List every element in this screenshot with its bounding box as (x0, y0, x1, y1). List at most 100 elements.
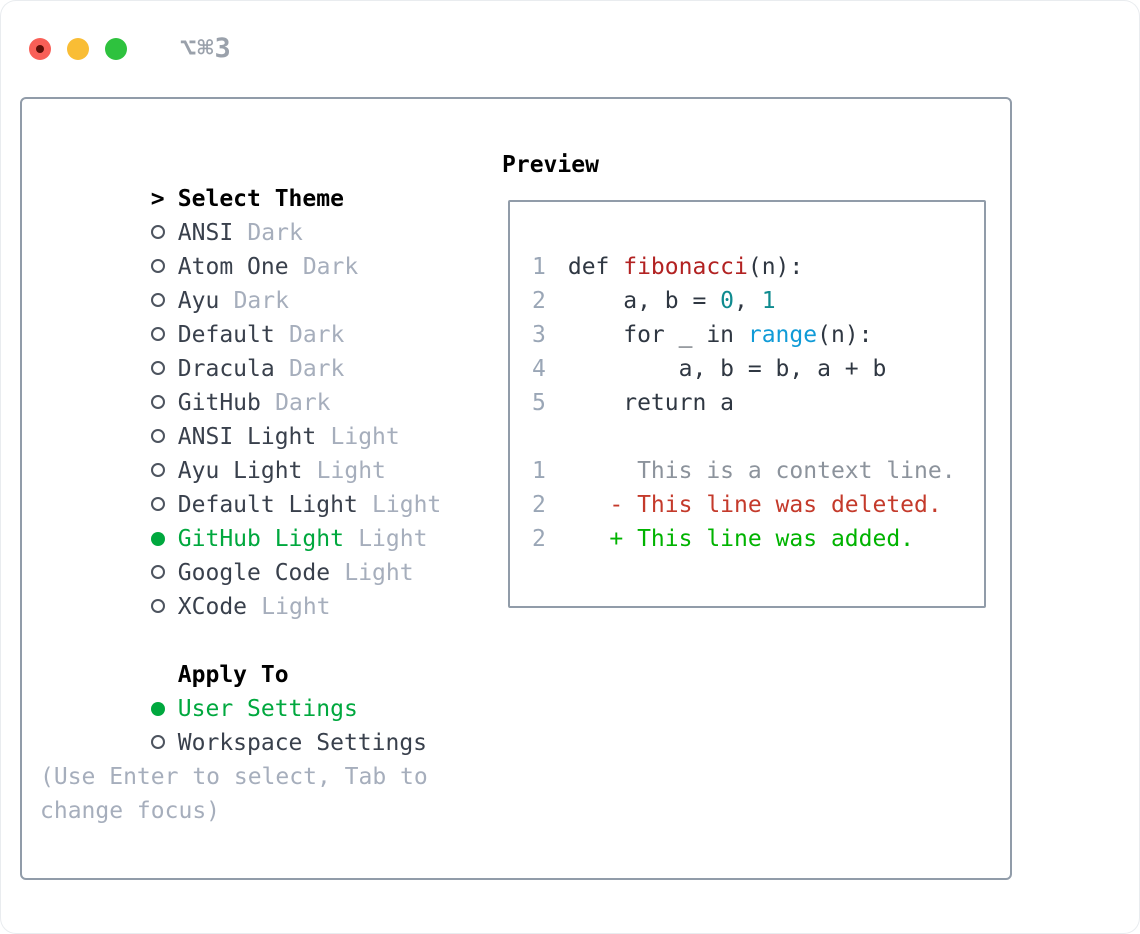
diff-segment: + This line was added. (567, 526, 915, 552)
theme-name: GitHub Light (177, 526, 344, 552)
radio-icon (151, 386, 178, 420)
theme-name: Google Code (177, 560, 331, 586)
radio-icon (151, 352, 178, 386)
theme-name: Atom One (177, 254, 289, 280)
theme-variant-tag: Dark (302, 254, 359, 280)
line-number: 1 (532, 458, 546, 484)
traffic-light-zoom-icon[interactable] (105, 37, 127, 60)
preview-header: Preview (502, 152, 599, 178)
apply-option-label: Workspace Settings (177, 730, 428, 756)
radio-icon (151, 726, 178, 760)
code-line: 1 def fibonacci(n): (532, 250, 984, 284)
radio-icon (151, 420, 178, 454)
theme-name: Default (177, 322, 275, 348)
theme-option-default-dark[interactable]: Default Dark (40, 284, 502, 348)
diff-context-line: 1 This is a context line. (532, 454, 984, 488)
code-segment: return a (567, 390, 735, 416)
radio-selected-icon (151, 522, 178, 556)
theme-option-ayu-dark[interactable]: Ayu Dark (40, 250, 502, 314)
theme-name: Ayu (177, 288, 220, 314)
code-line-blank (532, 420, 984, 454)
radio-icon (151, 590, 178, 624)
line-number: 3 (532, 322, 546, 348)
theme-name: Default Light (177, 492, 358, 518)
apply-option-label: User Settings (177, 696, 358, 722)
theme-variant-tag: Dark (288, 322, 345, 348)
theme-option-atom-one-dark[interactable]: Atom One Dark (40, 216, 502, 280)
theme-name: ANSI Light (177, 424, 317, 450)
code-line: 4 a, b = b, a + b (532, 352, 984, 386)
radio-icon (151, 488, 178, 522)
hint-text-line-2: change focus) (40, 798, 221, 824)
radio-icon (151, 318, 178, 352)
theme-option-github-dark[interactable]: GitHub Dark (40, 352, 502, 416)
line-number: 2 (532, 526, 546, 552)
code-segment: 0 (720, 288, 735, 314)
code-segment: (n): (747, 254, 804, 280)
select-theme-header: Select Theme (177, 186, 344, 212)
code-segment: a, b = b, a + b (567, 356, 887, 382)
theme-variant-tag: Light (344, 560, 414, 586)
theme-option-ayu-light[interactable]: Ayu Light Light (40, 420, 502, 484)
code-line: 2 a, b = 0, 1 (532, 284, 984, 318)
theme-option-github-light[interactable]: GitHub Light Light (40, 488, 502, 552)
theme-name: GitHub (177, 390, 261, 416)
theme-option-default-light[interactable]: Default Light Light (40, 454, 502, 518)
code-segment: a, b = (567, 288, 721, 314)
radio-icon (151, 454, 178, 488)
hint-text-line-1: (Use Enter to select, Tab to (40, 764, 428, 790)
prompt-cursor-icon: > (150, 186, 165, 212)
line-number: 2 (532, 492, 546, 518)
theme-name: ANSI (177, 220, 234, 246)
code-segment: def (567, 254, 624, 280)
line-number: 2 (532, 288, 546, 314)
code-segment: range (747, 322, 818, 348)
traffic-light-minimize-icon[interactable] (67, 37, 89, 60)
theme-name: Dracula (177, 356, 275, 382)
theme-variant-tag: Light (358, 526, 428, 552)
radio-icon (151, 556, 178, 590)
radio-icon (151, 216, 178, 250)
radio-selected-icon (151, 692, 178, 726)
apply-to-header: Apply To (177, 662, 289, 688)
radio-icon (151, 250, 178, 284)
line-number: 5 (532, 390, 546, 416)
code-line: 5 return a (532, 386, 984, 420)
code-segment: 1 (761, 288, 776, 314)
code-line: 3 for _ in range(n): (532, 318, 984, 352)
diff-segment: - This line was deleted. (567, 492, 942, 518)
code-segment: (n): (817, 322, 873, 348)
theme-variant-tag: Light (372, 492, 442, 518)
diff-segment: This is a context line. (567, 458, 956, 484)
theme-option-google-code[interactable]: Google Code Light (40, 522, 502, 586)
apply-option-user-settings[interactable]: User Settings (40, 658, 502, 722)
code-segment: for _ in (567, 322, 748, 348)
line-number: 1 (532, 254, 546, 280)
theme-option-dracula-dark[interactable]: Dracula Dark (40, 318, 502, 382)
theme-variant-tag: Light (316, 458, 386, 484)
diff-added-line: 2 + This line was added. (532, 522, 984, 556)
radio-icon (151, 284, 178, 318)
theme-variant-tag: Dark (247, 220, 303, 246)
window-title: ⌥⌘3 (180, 33, 232, 64)
traffic-light-close-icon[interactable] (29, 37, 51, 60)
window-titlebar: ⌥⌘3 (0, 0, 1140, 97)
apply-option-workspace-settings[interactable]: Workspace Settings (40, 692, 502, 756)
theme-option-ansi-light[interactable]: ANSI Light Light (40, 386, 502, 450)
line-number: 4 (532, 356, 546, 382)
theme-variant-tag: Dark (233, 288, 289, 314)
diff-deleted-line: 2 - This line was deleted. (532, 488, 984, 522)
theme-variant-tag: Dark (275, 390, 331, 416)
theme-variant-tag: Light (330, 424, 400, 450)
theme-name: Ayu Light (177, 458, 303, 484)
theme-variant-tag: Light (261, 594, 331, 620)
code-segment: fibonacci (623, 254, 748, 280)
theme-variant-tag: Dark (288, 356, 345, 382)
theme-option-ansi-dark[interactable]: ANSI Dark (40, 182, 502, 246)
